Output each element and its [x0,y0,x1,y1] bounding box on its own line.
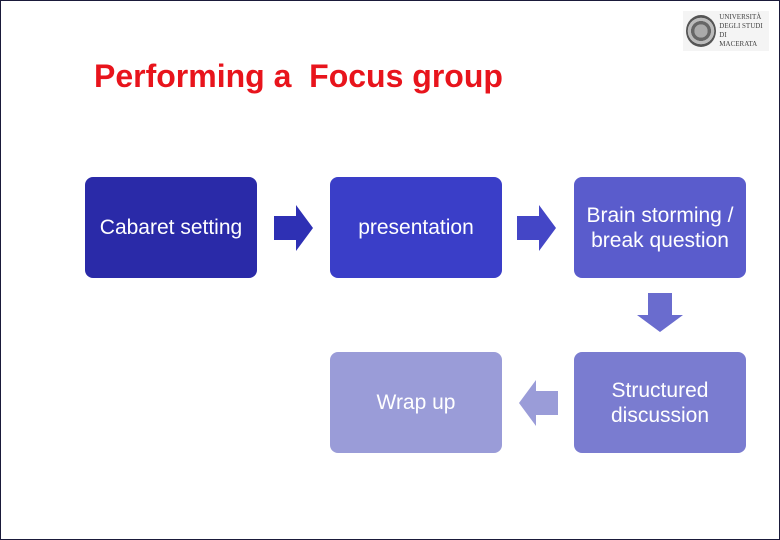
slide-title: Performing a Focus group [94,58,503,94]
arrow-right-icon [517,205,556,251]
step-label: Structured discussion [610,378,710,427]
university-logo: UNIVERSITÀ DEGLI STUDI DI MACERATA [683,11,769,51]
step-label: presentation [358,216,474,239]
step-label: Brain storming / break question [586,203,734,252]
step-cabaret-setting: Cabaret setting [85,177,257,278]
arrow-left-icon [519,380,558,426]
step-structured-discussion: Structured discussion [574,352,746,453]
step-label: Cabaret setting [99,216,243,239]
logo-line: MACERATA [719,40,758,48]
logo-line: UNIVERSITÀ [719,13,762,21]
seal-icon [686,15,717,47]
arrow-right-icon [274,205,313,251]
step-label: Wrap up [376,391,456,414]
step-brainstorming: Brain storming / break question [574,177,746,278]
arrow-down-icon [637,293,683,332]
step-presentation: presentation [330,177,502,278]
step-wrap-up: Wrap up [330,352,502,453]
logo-line: DEGLI STUDI DI [719,22,763,39]
